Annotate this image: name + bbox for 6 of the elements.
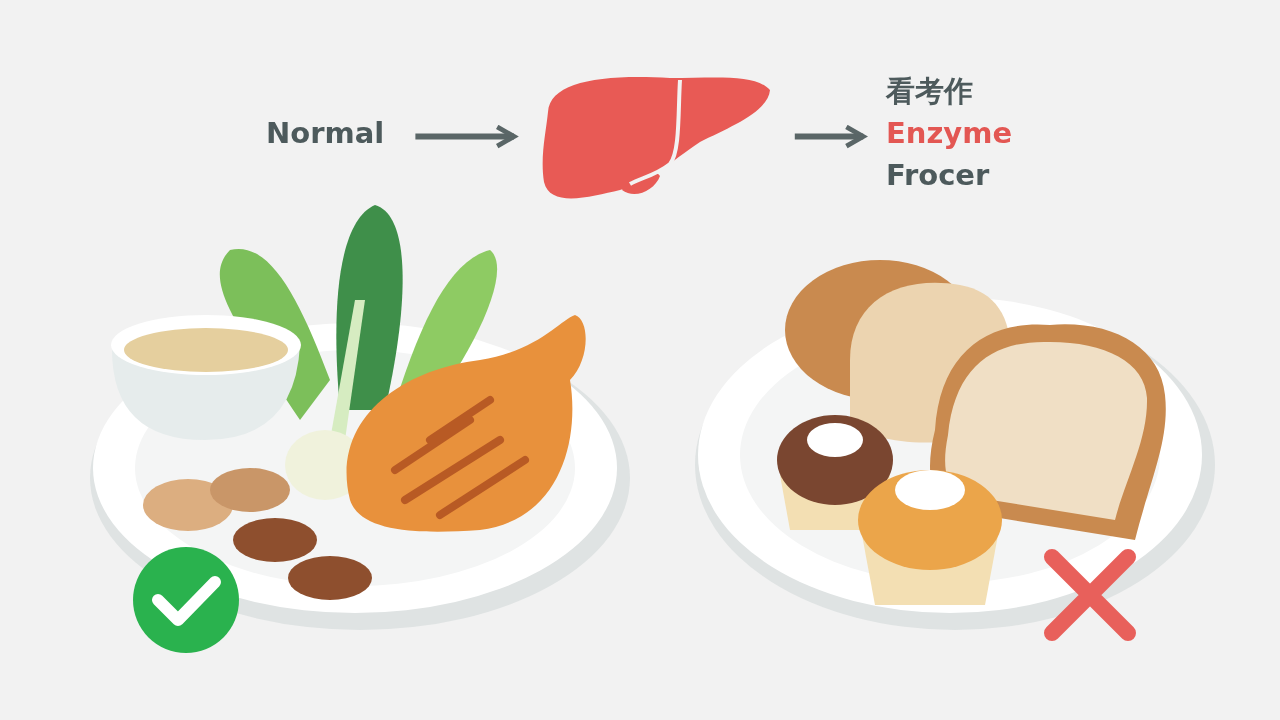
arrow	[415, 124, 517, 149]
label-line: Enzyme	[886, 115, 1013, 152]
arrow	[794, 124, 866, 149]
label-line: Frocer	[886, 157, 991, 194]
label-line: 看考作	[886, 73, 974, 110]
label-text: Normal	[266, 115, 385, 152]
